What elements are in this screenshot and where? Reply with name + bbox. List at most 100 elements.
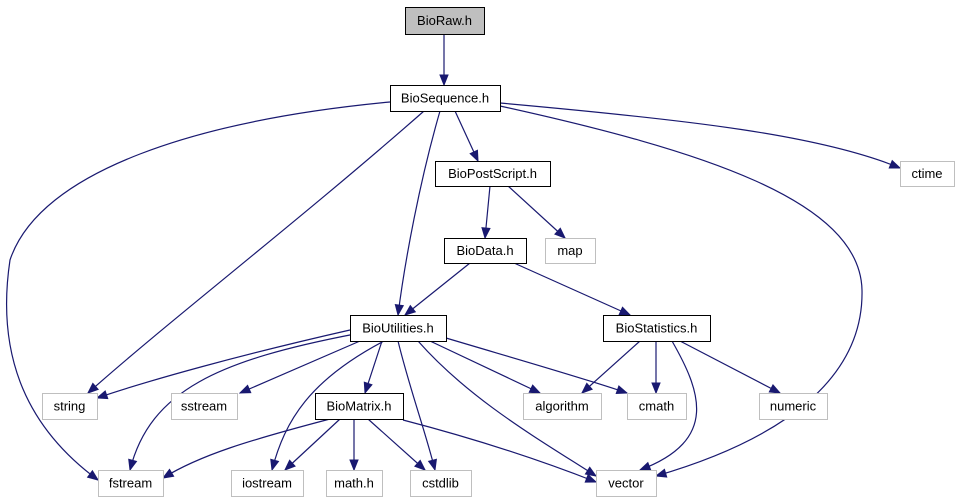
edge-bioutilities-to-biomatrix	[363, 340, 383, 395]
edge-bioraw-to-biosequence	[439, 34, 449, 87]
edge-arrowhead	[481, 227, 491, 240]
node-fstream: fstream	[98, 470, 164, 497]
edge-biomatrix-to-fstream	[161, 418, 331, 479]
edge-bioutilities-to-iostream	[270, 340, 385, 472]
node-label: ctime	[911, 166, 942, 181]
edge-line	[429, 340, 541, 394]
node-biosequence[interactable]: BioSequence.h	[390, 85, 501, 112]
node-box	[627, 393, 687, 420]
edge-line	[397, 340, 436, 471]
edge-bioutilities-to-fstream	[128, 333, 356, 472]
node-biodata[interactable]: BioData.h	[444, 238, 527, 264]
edge-line	[162, 418, 331, 479]
node-ctime: ctime	[900, 161, 955, 187]
edge-line	[367, 418, 426, 471]
edge-arrowhead	[888, 159, 902, 169]
node-label: numeric	[770, 399, 817, 414]
node-box	[390, 85, 501, 112]
node-label: vector	[608, 476, 644, 491]
node-label: BioData.h	[456, 243, 513, 258]
edge-arrowhead	[349, 459, 359, 472]
node-label: sstream	[181, 399, 227, 414]
edge-arrowhead	[363, 381, 373, 395]
edge-line	[581, 340, 641, 394]
edge-arrowhead	[161, 468, 175, 479]
node-biostatistics[interactable]: BioStatistics.h	[603, 315, 711, 342]
node-numeric: numeric	[759, 393, 828, 420]
edge-line	[129, 333, 356, 471]
edge-line	[404, 262, 471, 316]
node-label: BioSequence.h	[401, 91, 489, 106]
edge-arrowhead	[654, 468, 668, 478]
edge-biostatistics-to-vector	[638, 340, 698, 471]
edge-line	[445, 337, 628, 394]
edge-line	[417, 340, 597, 477]
node-label: algorithm	[535, 399, 588, 414]
edge-arrowhead	[403, 304, 417, 316]
node-label: BioUtilities.h	[362, 321, 434, 336]
edge-arrowhead	[584, 473, 598, 483]
edge-biopostscript-to-map	[507, 185, 566, 239]
node-label: BioStatistics.h	[616, 321, 698, 336]
node-sstream: sstream	[171, 393, 238, 420]
node-label: map	[557, 243, 582, 258]
node-label: BioMatrix.h	[326, 399, 391, 414]
edge-line	[513, 262, 631, 316]
edge-bioutilities-to-sstream	[238, 340, 361, 394]
node-string: string	[42, 393, 98, 420]
edge-arrowhead	[768, 383, 782, 394]
edge-arrowhead	[394, 303, 405, 317]
node-box	[523, 393, 602, 420]
edge-biodata-to-bioutilities	[403, 262, 471, 316]
node-box	[405, 7, 485, 35]
node-box	[435, 161, 551, 187]
node-math-h: math.h	[326, 470, 383, 497]
edge-arrowhead	[284, 459, 296, 471]
node-box	[42, 393, 98, 420]
node-label: BioPostScript.h	[448, 166, 537, 181]
edge-arrowhead	[615, 385, 629, 395]
node-label: cmath	[639, 399, 674, 414]
edge-line	[284, 418, 341, 471]
node-box	[350, 315, 447, 342]
node-label: string	[54, 399, 86, 414]
edge-line	[639, 340, 698, 471]
node-box	[326, 470, 383, 497]
edge-biostatistics-to-algorithm	[580, 340, 641, 394]
edge-line	[87, 110, 425, 394]
edge-biosequence-to-vector	[499, 105, 863, 478]
edge-bioutilities-to-algorithm	[429, 340, 542, 394]
edge-arrowhead	[469, 149, 479, 163]
node-biopostscript[interactable]: BioPostScript.h	[435, 161, 551, 187]
edge-line	[397, 110, 441, 316]
edge-arrowhead	[528, 384, 542, 394]
edge-line	[402, 419, 597, 483]
node-box	[545, 238, 596, 264]
edge-biostatistics-to-cmath	[651, 341, 661, 395]
node-bioraw[interactable]: BioRaw.h	[405, 7, 485, 35]
edge-biodata-to-biostatistics	[513, 262, 632, 316]
node-box	[410, 470, 472, 497]
node-box	[900, 161, 955, 187]
edge-line	[271, 340, 385, 471]
node-box	[759, 393, 828, 420]
edge-biomatrix-to-cstdlib	[367, 418, 427, 471]
node-cstdlib: cstdlib	[410, 470, 472, 497]
edge-line	[6, 101, 391, 481]
node-map: map	[545, 238, 596, 264]
edge-line	[507, 185, 566, 239]
edge-arrowhead	[554, 227, 566, 239]
node-box	[603, 315, 711, 342]
edge-arrowhead	[584, 466, 598, 477]
edge-biopostscript-to-biodata	[481, 185, 491, 240]
edge-bioutilities-to-string	[95, 329, 351, 400]
node-biomatrix[interactable]: BioMatrix.h	[315, 393, 404, 420]
node-bioutilities[interactable]: BioUtilities.h	[350, 315, 447, 342]
edge-bioutilities-to-cmath	[445, 337, 629, 395]
edge-arrowhead	[128, 458, 138, 472]
node-label: cstdlib	[422, 476, 459, 491]
edge-arrowhead	[580, 382, 593, 394]
edge-biostatistics-to-numeric	[679, 340, 782, 394]
edge-biosequence-to-bioutilities	[394, 110, 441, 317]
